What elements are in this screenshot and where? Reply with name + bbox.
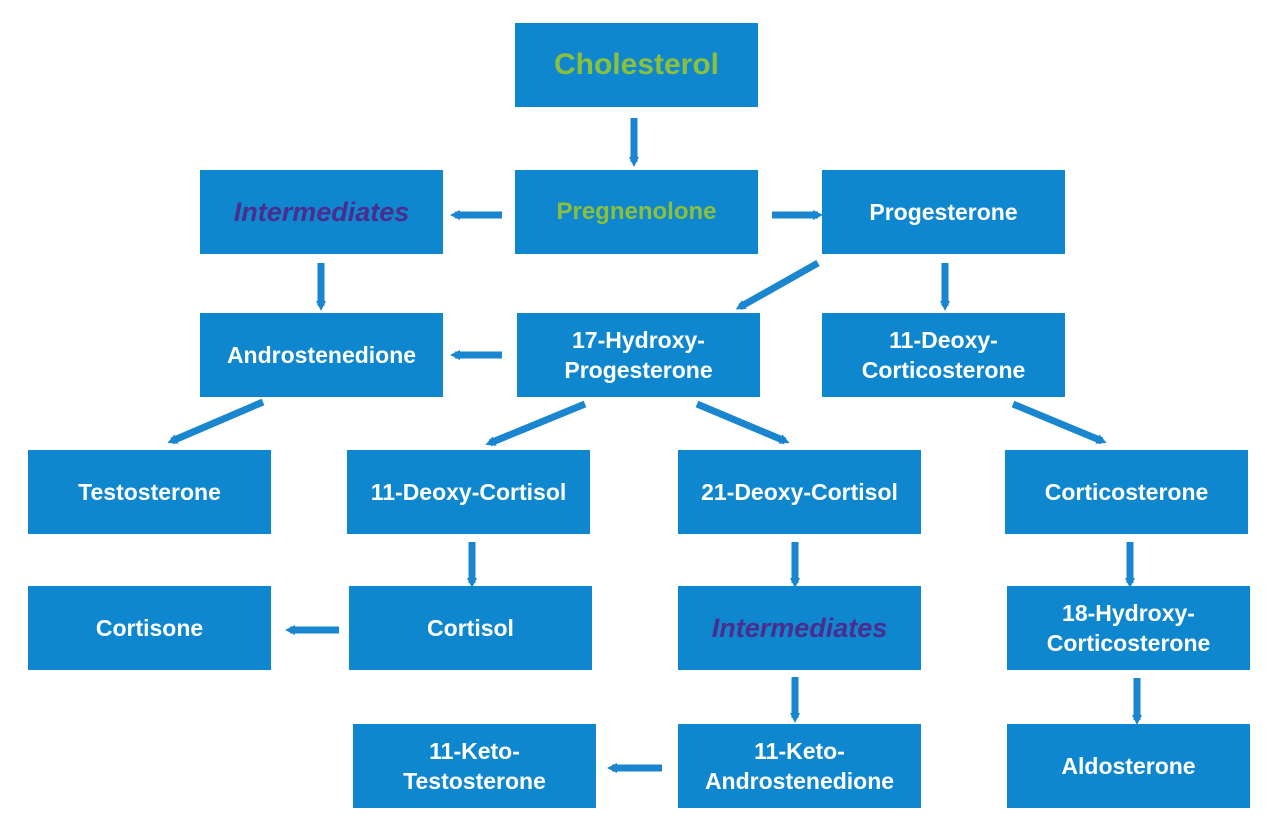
node-11-deoxy-corticosterone: 11-Deoxy- Corticosterone (822, 313, 1065, 397)
node-label: Intermediates (233, 197, 410, 227)
node-label-line1: 11-Deoxy- (889, 327, 998, 353)
node-cortisone: Cortisone (28, 586, 271, 670)
node-label-line2: Corticosterone (1046, 630, 1211, 656)
node-cholesterol: Cholesterol (515, 23, 758, 107)
node-18-hydroxy-corticosterone: 18-Hydroxy- Corticosterone (1007, 586, 1250, 670)
arrow (485, 400, 587, 447)
node-label: Androstenedione (226, 342, 417, 368)
node-label-line2: Androstenedione (704, 768, 895, 794)
arrow (167, 398, 265, 445)
node-label: Cortisol (427, 615, 514, 641)
node-label-line2: Testosterone (403, 768, 546, 794)
node-label: Intermediates (711, 613, 888, 643)
node-androstenedione: Androstenedione (200, 313, 443, 397)
node-label: Progesterone (869, 199, 1018, 225)
node-label-line1: 18-Hydroxy- (1062, 600, 1195, 626)
node-progesterone: Progesterone (822, 170, 1065, 254)
node-label: Testosterone (78, 479, 221, 505)
node-aldosterone: Aldosterone (1007, 724, 1250, 808)
node-11-keto-androstenedione: 11-Keto- Androstenedione (678, 724, 921, 808)
node-label: Cholesterol (553, 48, 720, 81)
node-label: Aldosterone (1061, 753, 1196, 779)
node-label-line1: 17-Hydroxy- (572, 327, 705, 353)
node-intermediates-top: Intermediates (200, 170, 443, 254)
node-17-hydroxy-progesterone: 17-Hydroxy- Progesterone (517, 313, 760, 397)
node-label: Corticosterone (1044, 479, 1209, 505)
node-label: Cortisone (95, 615, 204, 641)
node-label: 21-Deoxy-Cortisol (701, 479, 898, 505)
node-label: Pregnenolone (556, 198, 717, 225)
node-label-line2: Progesterone (564, 357, 713, 383)
arrow (735, 259, 820, 311)
arrow (695, 400, 790, 445)
node-label: 11-Deoxy-Cortisol (370, 479, 567, 505)
node-11-keto-testosterone: 11-Keto- Testosterone (353, 724, 596, 808)
node-corticosterone: Corticosterone (1005, 450, 1248, 534)
node-label-line2: Corticosterone (861, 357, 1026, 383)
node-label-line1: 11-Keto- (429, 738, 520, 764)
arrow (1011, 400, 1107, 445)
node-21-deoxy-cortisol: 21-Deoxy-Cortisol (678, 450, 921, 534)
node-pregnenolone: Pregnenolone (515, 170, 758, 254)
node-intermediates-bottom: Intermediates (678, 586, 921, 670)
node-testosterone: Testosterone (28, 450, 271, 534)
node-label-line1: 11-Keto- (754, 738, 845, 764)
node-11-deoxy-cortisol: 11-Deoxy-Cortisol (347, 450, 590, 534)
node-cortisol: Cortisol (349, 586, 592, 670)
